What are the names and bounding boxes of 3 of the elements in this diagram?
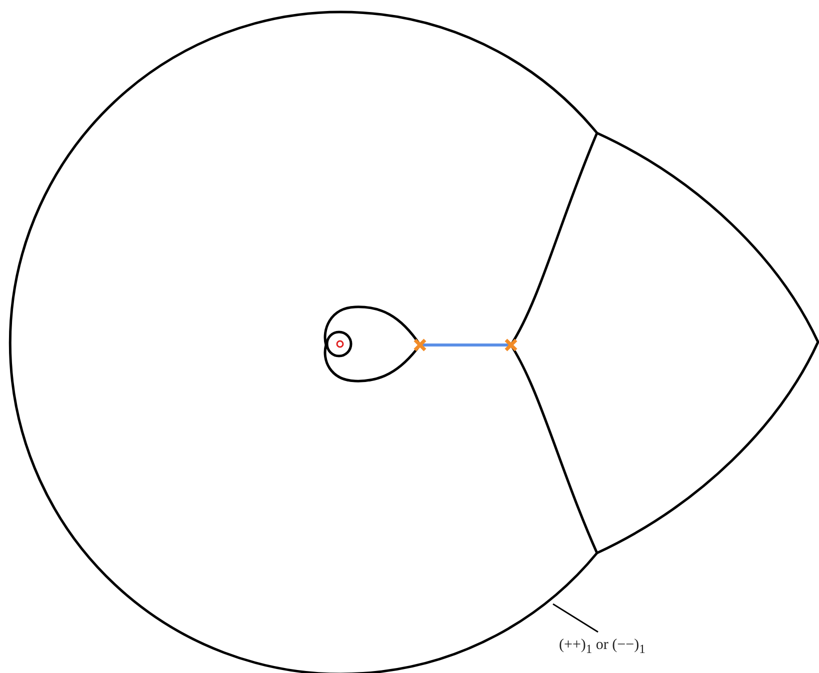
wall-label: (++)$_{1}$ or (−−)$_{1}$ — [559, 637, 646, 657]
wall-curve — [9, 11, 598, 673]
leader-line — [552, 603, 598, 633]
